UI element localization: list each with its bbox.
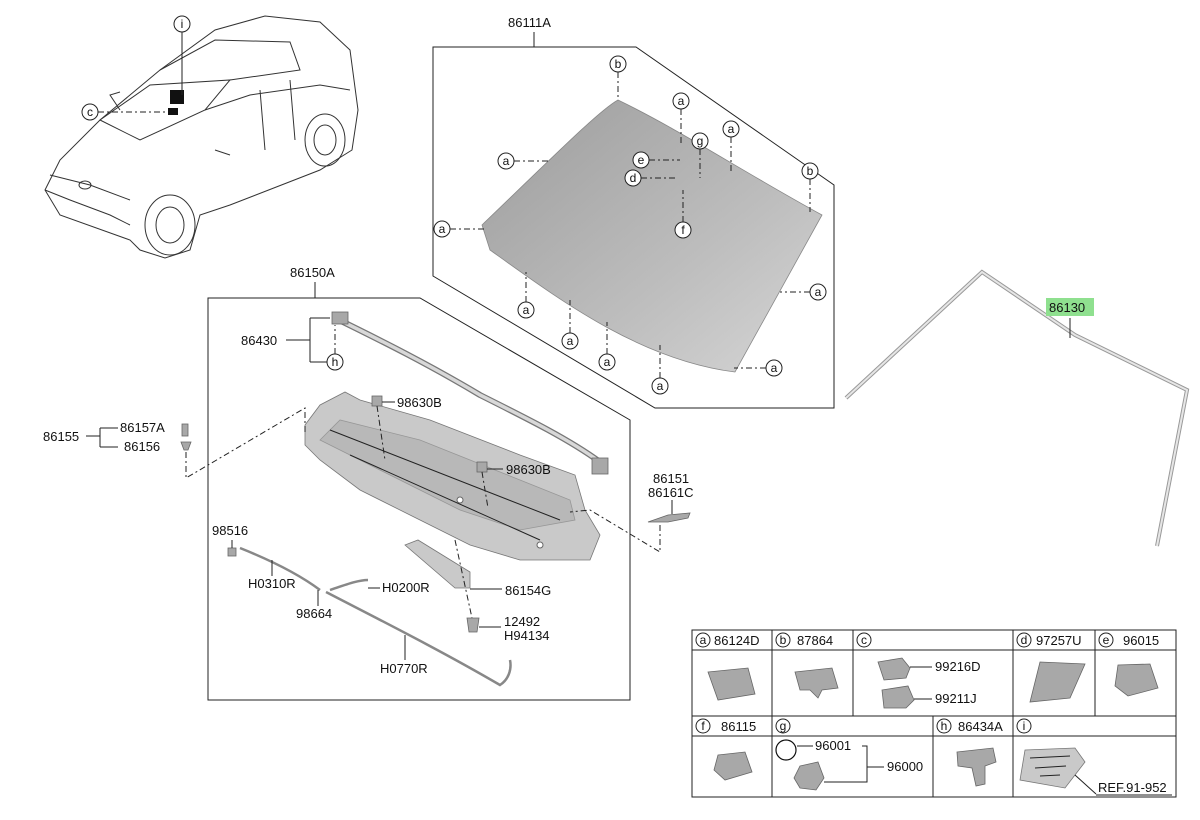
screw-label-1: 12492: [504, 614, 540, 629]
svg-text:b: b: [780, 633, 787, 647]
table-a-code: 86124D: [714, 633, 760, 648]
part-98664-label: 98664: [296, 606, 332, 621]
svg-text:f: f: [681, 223, 685, 237]
svg-text:i: i: [1023, 719, 1026, 733]
marker-i-icon: [170, 90, 184, 104]
cowl-assy-label: 86150A: [290, 265, 335, 280]
svg-text:a: a: [604, 355, 611, 369]
svg-text:a: a: [439, 222, 446, 236]
svg-text:e: e: [638, 153, 645, 167]
table-g-sub2: 96000: [887, 759, 923, 774]
svg-text:a: a: [771, 361, 778, 375]
svg-text:e: e: [1103, 633, 1110, 647]
svg-text:h: h: [332, 355, 339, 369]
bracket-label-1: 86151: [653, 471, 689, 486]
svg-text:b: b: [615, 57, 622, 71]
clip-98630b-label-1: 98630B: [397, 395, 442, 410]
hose-h0310r-label: H0310R: [248, 576, 296, 591]
screw-label-2: H94134: [504, 628, 550, 643]
callout-i-label: i: [181, 17, 184, 31]
svg-text:h: h: [941, 719, 948, 733]
table-e-code: 96015: [1123, 633, 1159, 648]
table-c-sub1: 99216D: [935, 659, 981, 674]
svg-text:g: g: [697, 134, 704, 148]
svg-text:g: g: [780, 719, 787, 733]
hose-h0200r: [329, 578, 369, 592]
windshield-box: [432, 46, 835, 409]
table-b-code: 87864: [797, 633, 833, 648]
windshield-callouts: b a a b a a e g d f a a a a a a: [433, 55, 827, 395]
marker-c-icon: [168, 108, 178, 115]
cover-label: 86154G: [505, 583, 551, 598]
seal-label: 86430: [241, 333, 277, 348]
windshield-molding: [844, 269, 1190, 547]
svg-text:a: a: [700, 633, 707, 647]
windshield-label: 86111A: [508, 15, 551, 30]
callout-i: [173, 15, 191, 33]
vehicle-illustration: [44, 15, 359, 259]
parts-table: a 86124D b 87864 c d 97257U e 96015 9921…: [691, 629, 1177, 798]
table-c-sub2: 99211J: [935, 691, 977, 706]
callout-c: [81, 103, 99, 121]
bolt-label: 86157A: [120, 420, 165, 435]
bracket-label-2: 86161C: [648, 485, 694, 500]
svg-text:f: f: [701, 719, 705, 733]
part-98516-label: 98516: [212, 523, 248, 538]
hose-h0770r-label: H0770R: [380, 661, 428, 676]
svg-text:d: d: [1021, 633, 1028, 647]
table-f-code: 86115: [721, 719, 756, 734]
svg-text:a: a: [503, 154, 510, 168]
molding-label: 86130: [1049, 300, 1085, 315]
svg-text:a: a: [567, 334, 574, 348]
nut-label: 86156: [124, 439, 160, 454]
svg-text:c: c: [861, 633, 867, 647]
hose-h0770r: [325, 590, 512, 687]
svg-text:a: a: [728, 122, 735, 136]
table-i-ref: REF.91-952: [1098, 780, 1167, 795]
svg-text:a: a: [523, 303, 530, 317]
windshield-glass: [481, 99, 823, 373]
svg-text:d: d: [630, 171, 637, 185]
clip-98630b-label-2: 98630B: [506, 462, 551, 477]
hose-h0310r: [239, 546, 321, 592]
molding-label-highlight: [1046, 298, 1094, 316]
group-86155-label: 86155: [43, 429, 79, 444]
cowl-box: [207, 297, 631, 701]
callout-c-label: c: [87, 105, 93, 119]
svg-text:a: a: [678, 94, 685, 108]
cowl-cover: [404, 539, 471, 589]
table-g-sub1: 96001: [815, 738, 851, 753]
table-d-code: 97257U: [1036, 633, 1082, 648]
hose-h0200r-label: H0200R: [382, 580, 430, 595]
svg-text:b: b: [807, 164, 814, 178]
table-h-code: 86434A: [958, 719, 1003, 734]
svg-text:a: a: [657, 379, 664, 393]
svg-text:a: a: [815, 285, 822, 299]
